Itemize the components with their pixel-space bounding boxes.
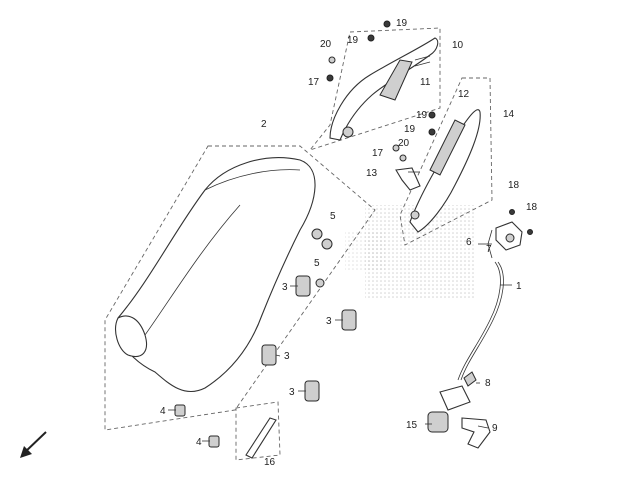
seat-group-boundary	[104, 145, 376, 431]
bracket-group-boundary	[235, 401, 281, 461]
clip-a	[174, 404, 186, 417]
rubber-pad-c	[261, 344, 277, 366]
callout-18b: 18	[526, 202, 538, 213]
callout-6: 6	[466, 237, 472, 248]
callout-3a: 3	[282, 282, 288, 293]
seat	[115, 157, 316, 393]
seat-bracket	[245, 417, 277, 459]
key	[461, 417, 491, 449]
callout-19d: 19	[404, 124, 416, 135]
cable-clip-8	[463, 371, 477, 387]
callout-20a: 20	[320, 39, 332, 50]
grab-rail-left	[329, 37, 439, 141]
callout-3c: 3	[284, 351, 290, 362]
callout-15: 15	[406, 420, 418, 431]
callout-10: 10	[452, 40, 464, 51]
callout-16: 16	[264, 457, 276, 468]
seat-lock	[495, 209, 533, 251]
callout-3d: 3	[289, 387, 295, 398]
grab-rail-right	[409, 109, 481, 233]
pin-11	[414, 55, 431, 67]
callout-4b: 4	[196, 437, 202, 448]
callout-19b: 19	[396, 18, 408, 29]
callout-11: 11	[420, 77, 431, 88]
bracket-13	[395, 167, 421, 191]
clip-b	[208, 435, 220, 448]
callout-17b: 17	[372, 148, 384, 159]
bolt-head-10	[326, 20, 391, 82]
key-cylinder	[427, 385, 471, 433]
leader-lines	[168, 171, 512, 442]
callout-4a: 4	[160, 406, 166, 417]
callout-17a: 17	[308, 77, 320, 88]
callout-5b: 5	[314, 258, 320, 269]
nut-b	[321, 238, 333, 250]
callout-5a: 5	[330, 211, 336, 222]
callout-3b: 3	[326, 316, 332, 327]
grab-rail-group-boundary	[308, 27, 441, 151]
callout-19a: 19	[347, 35, 359, 46]
nut-c	[315, 278, 325, 288]
callout-1: 1	[516, 281, 522, 292]
callout-labels: 1 2 3 3 3 3 4 4 5 5 6 7 8 9 10 11 12 13 …	[160, 18, 538, 468]
rubber-pad-d	[304, 380, 320, 402]
rubber-pad-a	[295, 275, 311, 297]
callout-18a: 18	[508, 180, 520, 191]
callout-13: 13	[366, 168, 378, 179]
callout-19c: 19	[416, 110, 428, 121]
callout-2: 2	[261, 119, 267, 130]
arrow-down-left-icon	[20, 431, 47, 458]
lock-cable	[457, 261, 504, 381]
callout-8: 8	[485, 378, 491, 389]
callout-9: 9	[492, 423, 498, 434]
rubber-pad-b	[341, 309, 357, 331]
callout-7: 7	[486, 244, 492, 255]
nut-a	[311, 228, 323, 240]
callout-12: 12	[458, 89, 470, 100]
callout-14: 14	[503, 109, 515, 120]
callout-20b: 20	[398, 138, 410, 149]
bolts-right	[392, 111, 436, 162]
grab-rail-right-boundary	[399, 77, 493, 246]
